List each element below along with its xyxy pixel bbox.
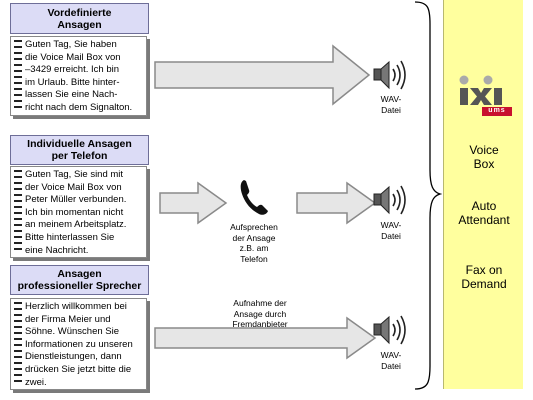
section-header-predefined: Vordefinierte Ansagen bbox=[10, 3, 149, 34]
note-text: Guten Tag, Sie haben die Voice Mail Box … bbox=[25, 39, 133, 113]
feature-voice-box: Voice Box bbox=[469, 143, 499, 171]
recording-caption: Aufsprechen der Ansage z.B. am Telefon bbox=[230, 222, 278, 264]
spiral-binding-icon bbox=[13, 40, 23, 112]
section-header-individual: Individuelle Ansagen per Telefon bbox=[10, 135, 149, 165]
speaker-sound-icon bbox=[373, 60, 406, 90]
curly-brace bbox=[414, 1, 442, 390]
note-card-professional: Herzlich willkommen bei der Firma Meier … bbox=[10, 298, 147, 390]
note-card-predefined: Guten Tag, Sie haben die Voice Mail Box … bbox=[10, 36, 147, 116]
feature-auto-attendant: Auto Attendant bbox=[458, 199, 510, 227]
section-header-professional: Ansagen professioneller Sprecher bbox=[10, 265, 149, 295]
telephone-handset-icon bbox=[240, 180, 268, 215]
wav-file-label: WAV- Datei bbox=[380, 220, 402, 241]
wav-file-label: WAV- Datei bbox=[380, 94, 402, 115]
note-text: Herzlich willkommen bei der Firma Meier … bbox=[25, 301, 133, 388]
spiral-binding-icon bbox=[13, 170, 23, 254]
spiral-binding-icon bbox=[13, 302, 23, 386]
speaker-sound-icon bbox=[373, 315, 406, 345]
flow-arrow bbox=[154, 316, 377, 360]
note-card-individual: Guten Tag, Sie sind mit der Voice Mail B… bbox=[10, 166, 147, 258]
speaker-sound-icon bbox=[373, 185, 406, 215]
ixi-ums-panel: ums Voice Box Auto Attendant Fax on Dema… bbox=[443, 0, 523, 389]
flow-arrow bbox=[296, 181, 377, 225]
logo-sub-text: ums bbox=[488, 107, 506, 114]
note-text: Guten Tag, Sie sind mit der Voice Mail B… bbox=[25, 169, 127, 256]
wav-file-label: WAV- Datei bbox=[380, 350, 402, 371]
flow-arrow bbox=[159, 181, 228, 225]
ixi-ums-logo bbox=[459, 75, 512, 116]
flow-arrow bbox=[154, 44, 371, 106]
feature-fax-on-demand: Fax on Demand bbox=[461, 263, 507, 291]
